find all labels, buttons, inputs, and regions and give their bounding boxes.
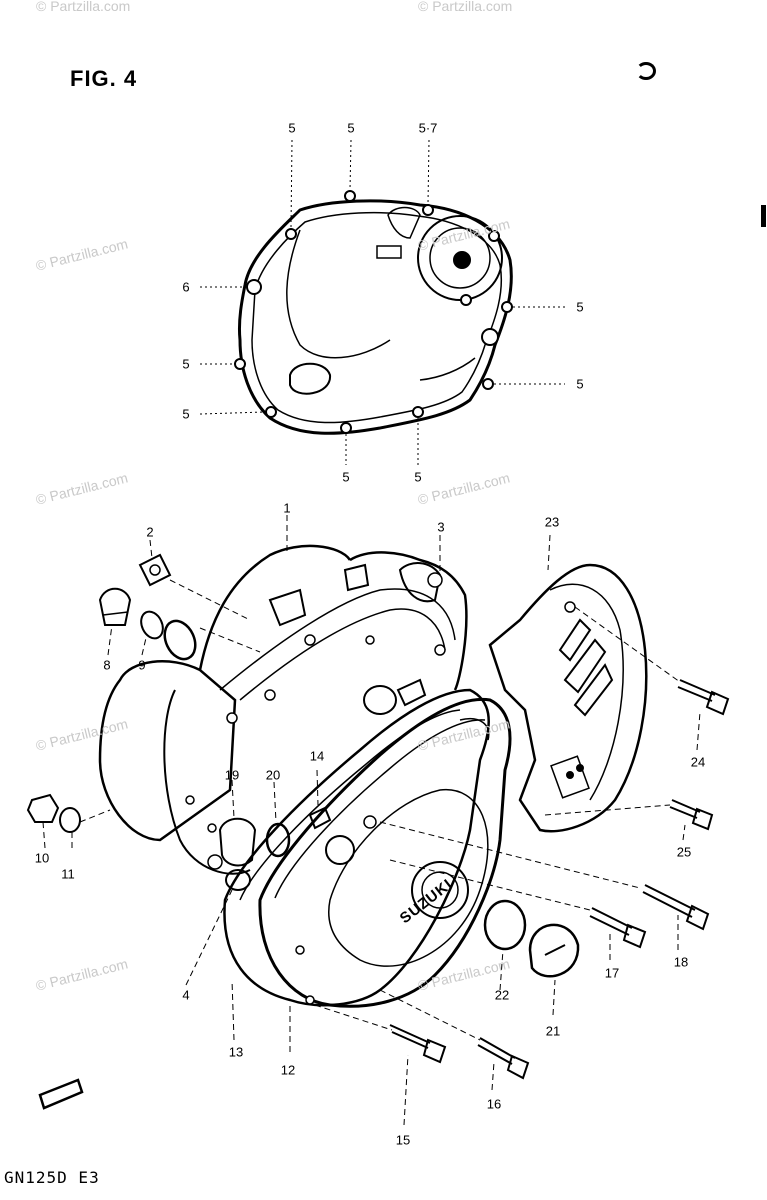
callout-label: 4 — [182, 987, 190, 1003]
callout-label: 22 — [494, 987, 510, 1003]
callout-label: 5 — [414, 469, 422, 485]
small-parts — [28, 555, 728, 1108]
callout-label: 5 — [182, 356, 190, 372]
chain-cover — [490, 565, 646, 831]
gasket — [224, 690, 488, 1005]
callout-label: 20 — [265, 767, 281, 783]
edge-mark-icon — [761, 205, 766, 227]
model-code: GN125D E3 — [4, 1168, 100, 1187]
callout-label: 13 — [228, 1044, 244, 1060]
callout-label: 17 — [604, 965, 620, 981]
callout-label: 14 — [309, 748, 325, 764]
leader-lines — [43, 515, 700, 1125]
callout-label: 9 — [138, 657, 146, 673]
callout-label: 5 — [342, 469, 350, 485]
callout-label: 5 — [576, 299, 584, 315]
callout-label: 5 — [182, 406, 190, 422]
figure-title: FIG. 4 — [70, 66, 138, 91]
callout-label: 21 — [545, 1023, 561, 1039]
callout-label: 3 — [437, 519, 445, 535]
callout-label: 16 — [486, 1096, 502, 1112]
callout-label: 1 — [283, 500, 291, 516]
callout-label: 8 — [103, 657, 111, 673]
corner-mark-icon — [636, 62, 656, 80]
watermark: © Partzilla.com — [418, 0, 513, 14]
callout-label: 5·7 — [418, 120, 438, 136]
watermark: © Partzilla.com — [36, 0, 131, 14]
callout-label: 25 — [676, 844, 692, 860]
callout-label: 18 — [673, 954, 689, 970]
outer-cover — [260, 699, 510, 1006]
callout-label: 19 — [224, 767, 240, 783]
callout-label: 6 — [182, 279, 190, 295]
callout-label: 11 — [61, 866, 75, 882]
clutch-cover-top — [200, 140, 565, 465]
callout-label: 23 — [544, 514, 560, 530]
callout-label: 10 — [34, 850, 50, 866]
callout-label: 12 — [280, 1062, 296, 1078]
callout-label: 15 — [395, 1132, 411, 1148]
crankcase-cover — [100, 546, 466, 874]
callout-label: 5 — [576, 376, 584, 392]
callout-label: 2 — [146, 524, 154, 540]
callout-label: 5 — [347, 120, 355, 136]
callout-label: 24 — [690, 754, 706, 770]
callout-label: 5 — [288, 120, 296, 136]
